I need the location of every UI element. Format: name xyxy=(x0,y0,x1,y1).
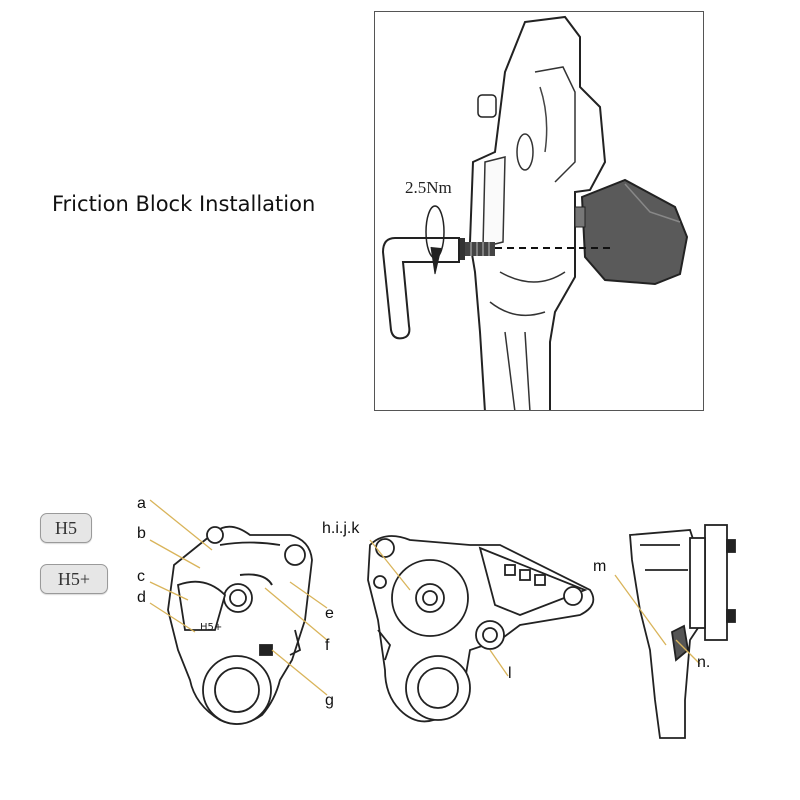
callout-c: c xyxy=(137,568,145,585)
device-plate-shape xyxy=(468,15,607,410)
callout-m: m xyxy=(593,558,607,575)
callout-e: e xyxy=(325,605,334,622)
leader-lines xyxy=(149,499,701,696)
callout-hijk: h.i.j.k xyxy=(322,520,360,537)
callout-f: f xyxy=(325,637,330,654)
callout-n: n. xyxy=(697,654,711,671)
screw-shape xyxy=(457,238,495,260)
device-view-left: H5+ xyxy=(167,525,313,725)
hex-key-shape xyxy=(381,237,460,340)
callout-d: d xyxy=(137,589,146,606)
callout-b: b xyxy=(137,525,146,542)
callout-a: a xyxy=(137,495,146,512)
page-title: Friction Block Installation xyxy=(52,192,316,216)
friction-block-shape xyxy=(580,178,689,286)
model-badge-h5plus: H5+ xyxy=(40,564,108,594)
svg-text:H5+: H5+ xyxy=(200,622,222,633)
callout-g: g xyxy=(325,692,334,709)
rotation-arrow-shape xyxy=(430,246,442,275)
installation-illustration xyxy=(381,15,689,410)
model-badge-h5: H5 xyxy=(40,513,92,543)
torque-label: 2.5Nm xyxy=(405,178,452,197)
installation-diagram: 2.5Nm xyxy=(374,11,704,411)
device-view-side xyxy=(629,524,736,739)
callout-l: l xyxy=(508,665,512,682)
knob-shape xyxy=(477,94,497,118)
device-view-middle xyxy=(367,535,595,723)
